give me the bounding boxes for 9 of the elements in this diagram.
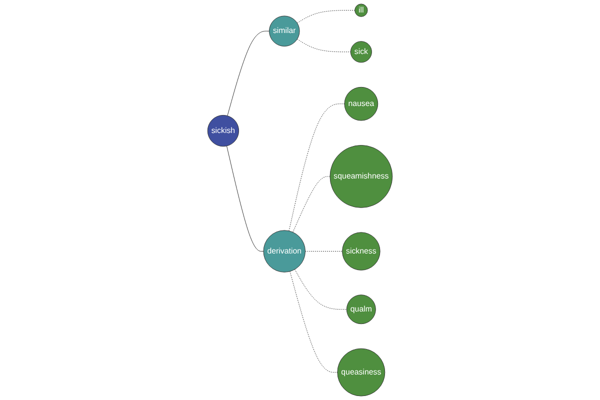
connector	[305, 251, 343, 252]
connector	[227, 30, 270, 116]
connector	[294, 269, 347, 310]
connector	[226, 146, 264, 252]
connector	[296, 38, 351, 52]
connector	[296, 10, 356, 24]
connector	[292, 176, 330, 232]
connector	[290, 271, 338, 373]
connector	[288, 104, 345, 232]
